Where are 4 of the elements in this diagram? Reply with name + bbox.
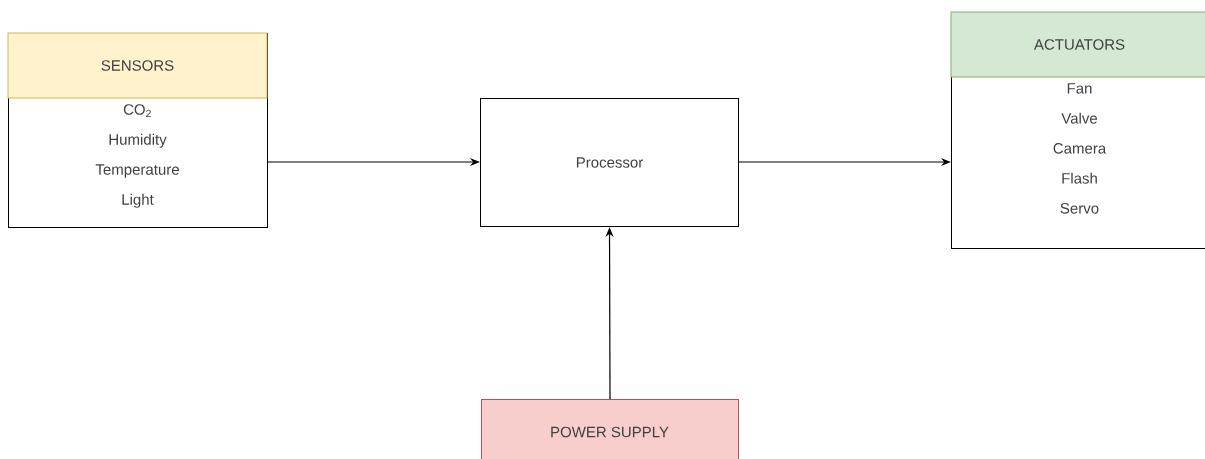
power-supply-box: POWER SUPPLY — [481, 399, 739, 459]
actuator-card: ACTUATORS Fan Valve Camera Flash Servo — [950, 11, 1205, 249]
processor-box: Processor — [480, 98, 739, 227]
sensor-card: SENSORS CO$_{2}$ Humidity Temperature Light — [7, 32, 268, 228]
